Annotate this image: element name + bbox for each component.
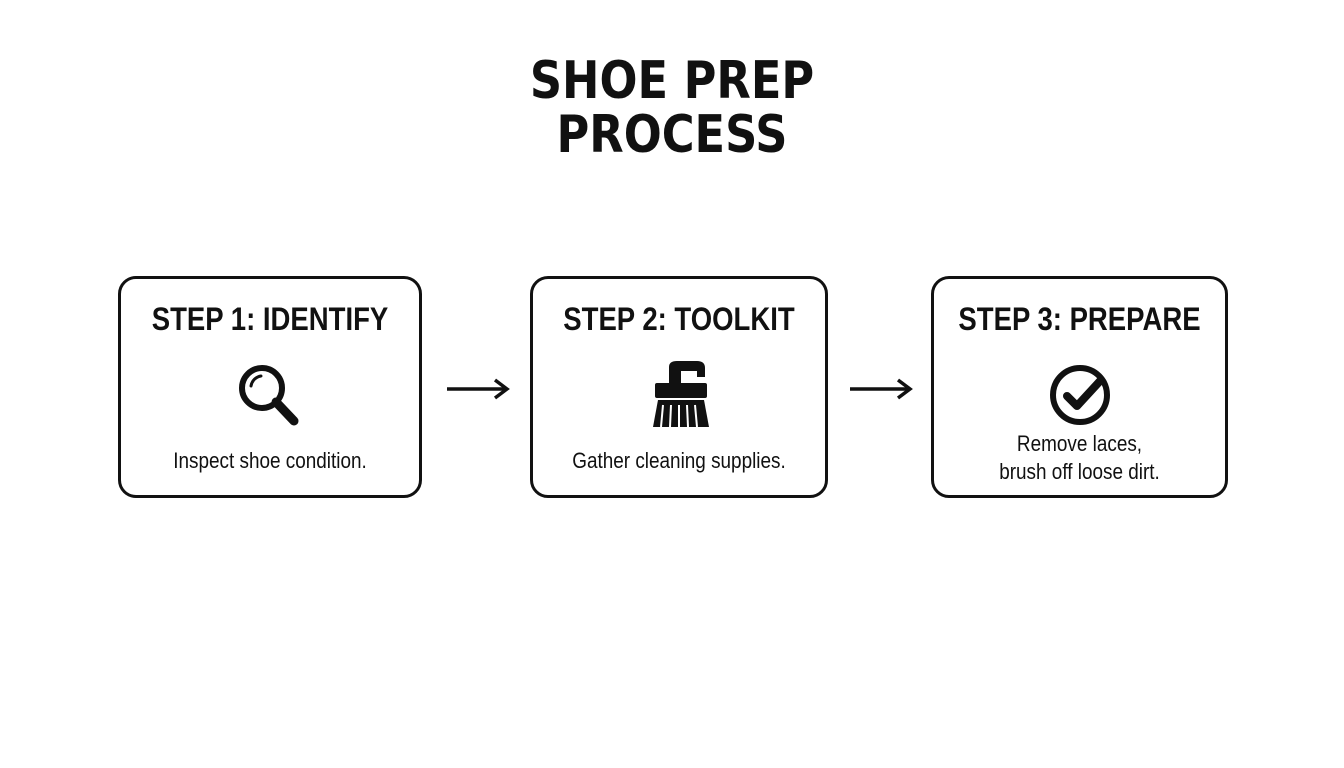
page-title-line-2: PROCESS [556,105,788,165]
page-title-line-1: SHOE PREP [529,51,815,111]
step-1-description-line: Inspect shoe condition. [173,448,367,473]
step-1-box: STEP 1: IDENTIFY Inspect shoe condition. [118,276,422,498]
flow-arrow-1 [445,372,511,406]
step-2-title: STEP 2: TOOLKIT [563,301,795,337]
step-3-description-line-2: brush off loose dirt. [999,459,1160,484]
step-3-box: STEP 3: PREPARE Remove laces, brush off … [931,276,1228,498]
checkmark-circle-icon [1040,359,1120,431]
brush-icon [639,359,719,431]
step-3-description: Remove laces, brush off loose dirt. [954,430,1204,486]
step-2-description-line: Gather cleaning supplies. [572,448,786,473]
flow-arrow-2 [848,372,914,406]
step-3-title: STEP 3: PREPARE [958,301,1201,337]
step-2-description: Gather cleaning supplies. [553,447,804,475]
magnifying-glass-icon [230,359,310,431]
step-1-title: STEP 1: IDENTIFY [151,301,389,337]
page-title: SHOE PREP PROCESS [94,54,1250,162]
step-3-description-line-1: Remove laces, [1016,431,1143,456]
step-2-box: STEP 2: TOOLKIT Gather cleaning supplies… [530,276,828,498]
step-1-description: Inspect shoe condition. [142,447,398,475]
